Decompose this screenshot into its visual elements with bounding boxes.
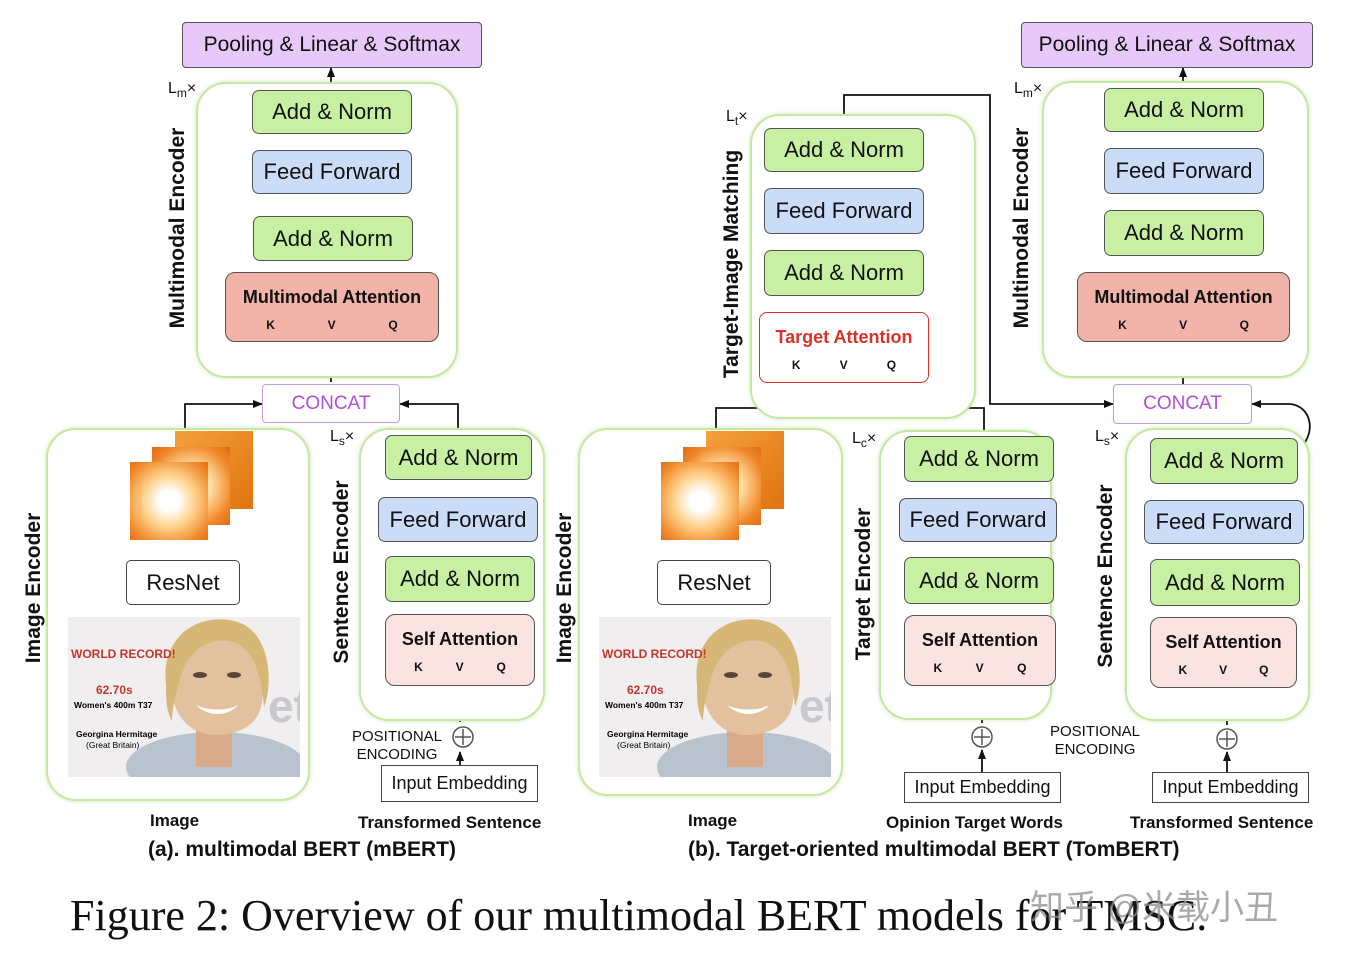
figure-caption: Figure 2: Overview of our multimodal BER…: [70, 891, 1208, 940]
self-attention-label: Self Attention: [1165, 632, 1282, 652]
sentence-encoder-label-a: Sentence Encoder: [330, 480, 353, 664]
feed-forward-mm-b: Feed Forward: [1104, 148, 1264, 194]
add-norm-mm-a-bottom: Add & Norm: [253, 216, 413, 261]
input-embedding-te: Input Embedding: [904, 772, 1061, 803]
feed-forward-se-b: Feed Forward: [1144, 500, 1304, 544]
feature-map-a-1: [130, 462, 208, 540]
feed-forward-mm-a: Feed Forward: [252, 150, 412, 194]
feed-forward-tim: Feed Forward: [764, 188, 924, 234]
resnet-b: ResNet: [657, 560, 771, 605]
photo-time: 62.70s: [627, 683, 664, 697]
feed-forward-te: Feed Forward: [899, 498, 1057, 542]
self-attention-label: Self Attention: [921, 630, 1039, 650]
input-image-a: et WORLD RECORD! 62.70s Women's 400m T37…: [68, 617, 300, 777]
add-norm-se-b-bottom: Add & Norm: [1150, 559, 1300, 606]
feature-map-b-1: [661, 462, 739, 540]
image-encoder-label-a: Image Encoder: [22, 512, 45, 664]
sentence-encoder-label-b: Sentence Encoder: [1094, 484, 1117, 668]
photo-headline: WORLD RECORD!: [602, 647, 707, 661]
photo-headline: WORLD RECORD!: [71, 647, 176, 661]
lt-times-label: Lt×: [726, 108, 748, 129]
photo-name: Georgina Hermitage: [76, 729, 158, 739]
opinion-target-label: Opinion Target Words: [886, 813, 1063, 832]
add-norm-te-bottom: Add & Norm: [904, 557, 1054, 604]
photo-country: (Great Britain): [617, 740, 671, 750]
ls-times-label-a: Ls×: [330, 428, 355, 449]
image-label-b: Image: [688, 811, 738, 830]
multimodal-attention-label: Multimodal Attention: [242, 287, 422, 307]
pooling-linear-softmax-b: Pooling & Linear & Softmax: [1021, 22, 1313, 68]
photo-event: Women's 400m T37: [605, 700, 684, 710]
add-norm-tim-top: Add & Norm: [764, 128, 924, 172]
target-encoder-label-b: Target Encoder: [852, 507, 875, 661]
add-norm-se-b-top: Add & Norm: [1150, 438, 1298, 484]
positional-plus-icon-se-b: [1216, 728, 1238, 750]
target-image-matching-label: Target-Image Matching: [720, 149, 743, 379]
ls-times-label-b: Ls×: [1095, 428, 1120, 449]
transformed-sentence-label-b: Transformed Sentence: [1130, 813, 1314, 832]
panel-caption-a: (a). multimodal BERT (mBERT): [148, 838, 456, 861]
photo-time: 62.70s: [96, 683, 133, 697]
add-norm-se-a-bottom: Add & Norm: [385, 556, 535, 602]
athlete-face-a: et: [68, 617, 300, 777]
photo-country: (Great Britain): [86, 740, 140, 750]
transformed-sentence-label-a: Transformed Sentence: [358, 813, 542, 832]
lm-times-label-b: Lm×: [1014, 80, 1043, 101]
feed-forward-se-a: Feed Forward: [378, 497, 538, 542]
add-norm-mm-b-bottom: Add & Norm: [1104, 210, 1264, 256]
add-norm-se-a-top: Add & Norm: [385, 435, 532, 480]
image-encoder-label-b: Image Encoder: [553, 512, 576, 664]
concat-a: CONCAT: [262, 384, 400, 423]
target-attention-label: Target Attention: [775, 327, 913, 347]
multimodal-encoder-label-a: Multimodal Encoder: [166, 127, 189, 329]
watermark: 知乎 @米载小丑: [1030, 889, 1278, 927]
image-label-a: Image: [150, 811, 200, 830]
photo-event: Women's 400m T37: [74, 700, 153, 710]
add-norm-mm-a-top: Add & Norm: [252, 90, 412, 134]
athlete-face-b: et: [599, 617, 831, 777]
photo-name: Georgina Hermitage: [607, 729, 689, 739]
resnet-a: ResNet: [126, 560, 240, 605]
multimodal-attention-label: Multimodal Attention: [1094, 287, 1273, 307]
add-norm-mm-b-top: Add & Norm: [1104, 88, 1264, 132]
multimodal-encoder-label-b: Multimodal Encoder: [1010, 127, 1033, 329]
lm-times-label-a: Lm×: [168, 80, 197, 101]
self-attention-label: Self Attention: [401, 629, 519, 649]
input-image-b: et WORLD RECORD! 62.70s Women's 400m T37…: [599, 617, 831, 777]
positional-plus-icon-te: [971, 726, 993, 748]
pooling-linear-softmax-a: Pooling & Linear & Softmax: [182, 22, 482, 68]
panel-caption-b: (b). Target-oriented multimodal BERT (To…: [688, 838, 1180, 861]
svg-text:et: et: [799, 680, 831, 732]
input-embedding-a: Input Embedding: [381, 765, 538, 802]
input-embedding-se-b: Input Embedding: [1152, 772, 1309, 803]
add-norm-tim-bottom: Add & Norm: [764, 250, 924, 296]
concat-b: CONCAT: [1113, 384, 1252, 424]
positional-plus-icon-a: [452, 726, 474, 748]
svg-text:et: et: [268, 680, 300, 732]
lc-times-label: Lc×: [852, 430, 877, 451]
add-norm-te-top: Add & Norm: [904, 436, 1054, 482]
